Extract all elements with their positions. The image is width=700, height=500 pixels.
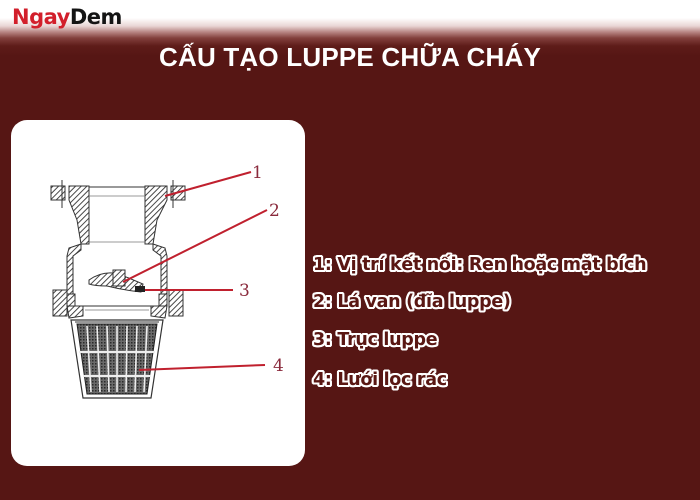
valve-body <box>52 243 184 319</box>
legend-item-shaft: 3: Trục luppe <box>313 330 438 350</box>
foot-valve-diagram: 1 2 3 4 <box>50 163 284 399</box>
diagram-label-1: 1 <box>252 163 263 183</box>
leader-lines <box>122 171 268 371</box>
header-fade <box>0 0 700 60</box>
valve-disc <box>88 269 145 293</box>
legend-item-connection: 1: Vị trí kết nối: Ren hoặc mặt bích <box>313 255 647 275</box>
flange-top <box>50 180 186 245</box>
logo-part-ngay: Ngay <box>12 5 70 29</box>
diagram-label-2: 2 <box>269 201 280 221</box>
legend-item-disc: 2: Lá van (đĩa luppe) <box>313 292 511 312</box>
brand-logo[interactable]: NgayDem <box>12 4 122 30</box>
strainer-basket <box>70 319 164 399</box>
legend-item-strainer: 4: Lưới lọc rác <box>313 370 447 390</box>
logo-part-dem: Dem <box>69 5 123 29</box>
diagram-label-3: 3 <box>239 281 250 301</box>
diagram-label-4: 4 <box>273 356 284 376</box>
diagram-panel: 1 2 3 4 <box>11 120 305 466</box>
page-title: CẤU TẠO LUPPE CHỮA CHÁY <box>159 42 541 72</box>
